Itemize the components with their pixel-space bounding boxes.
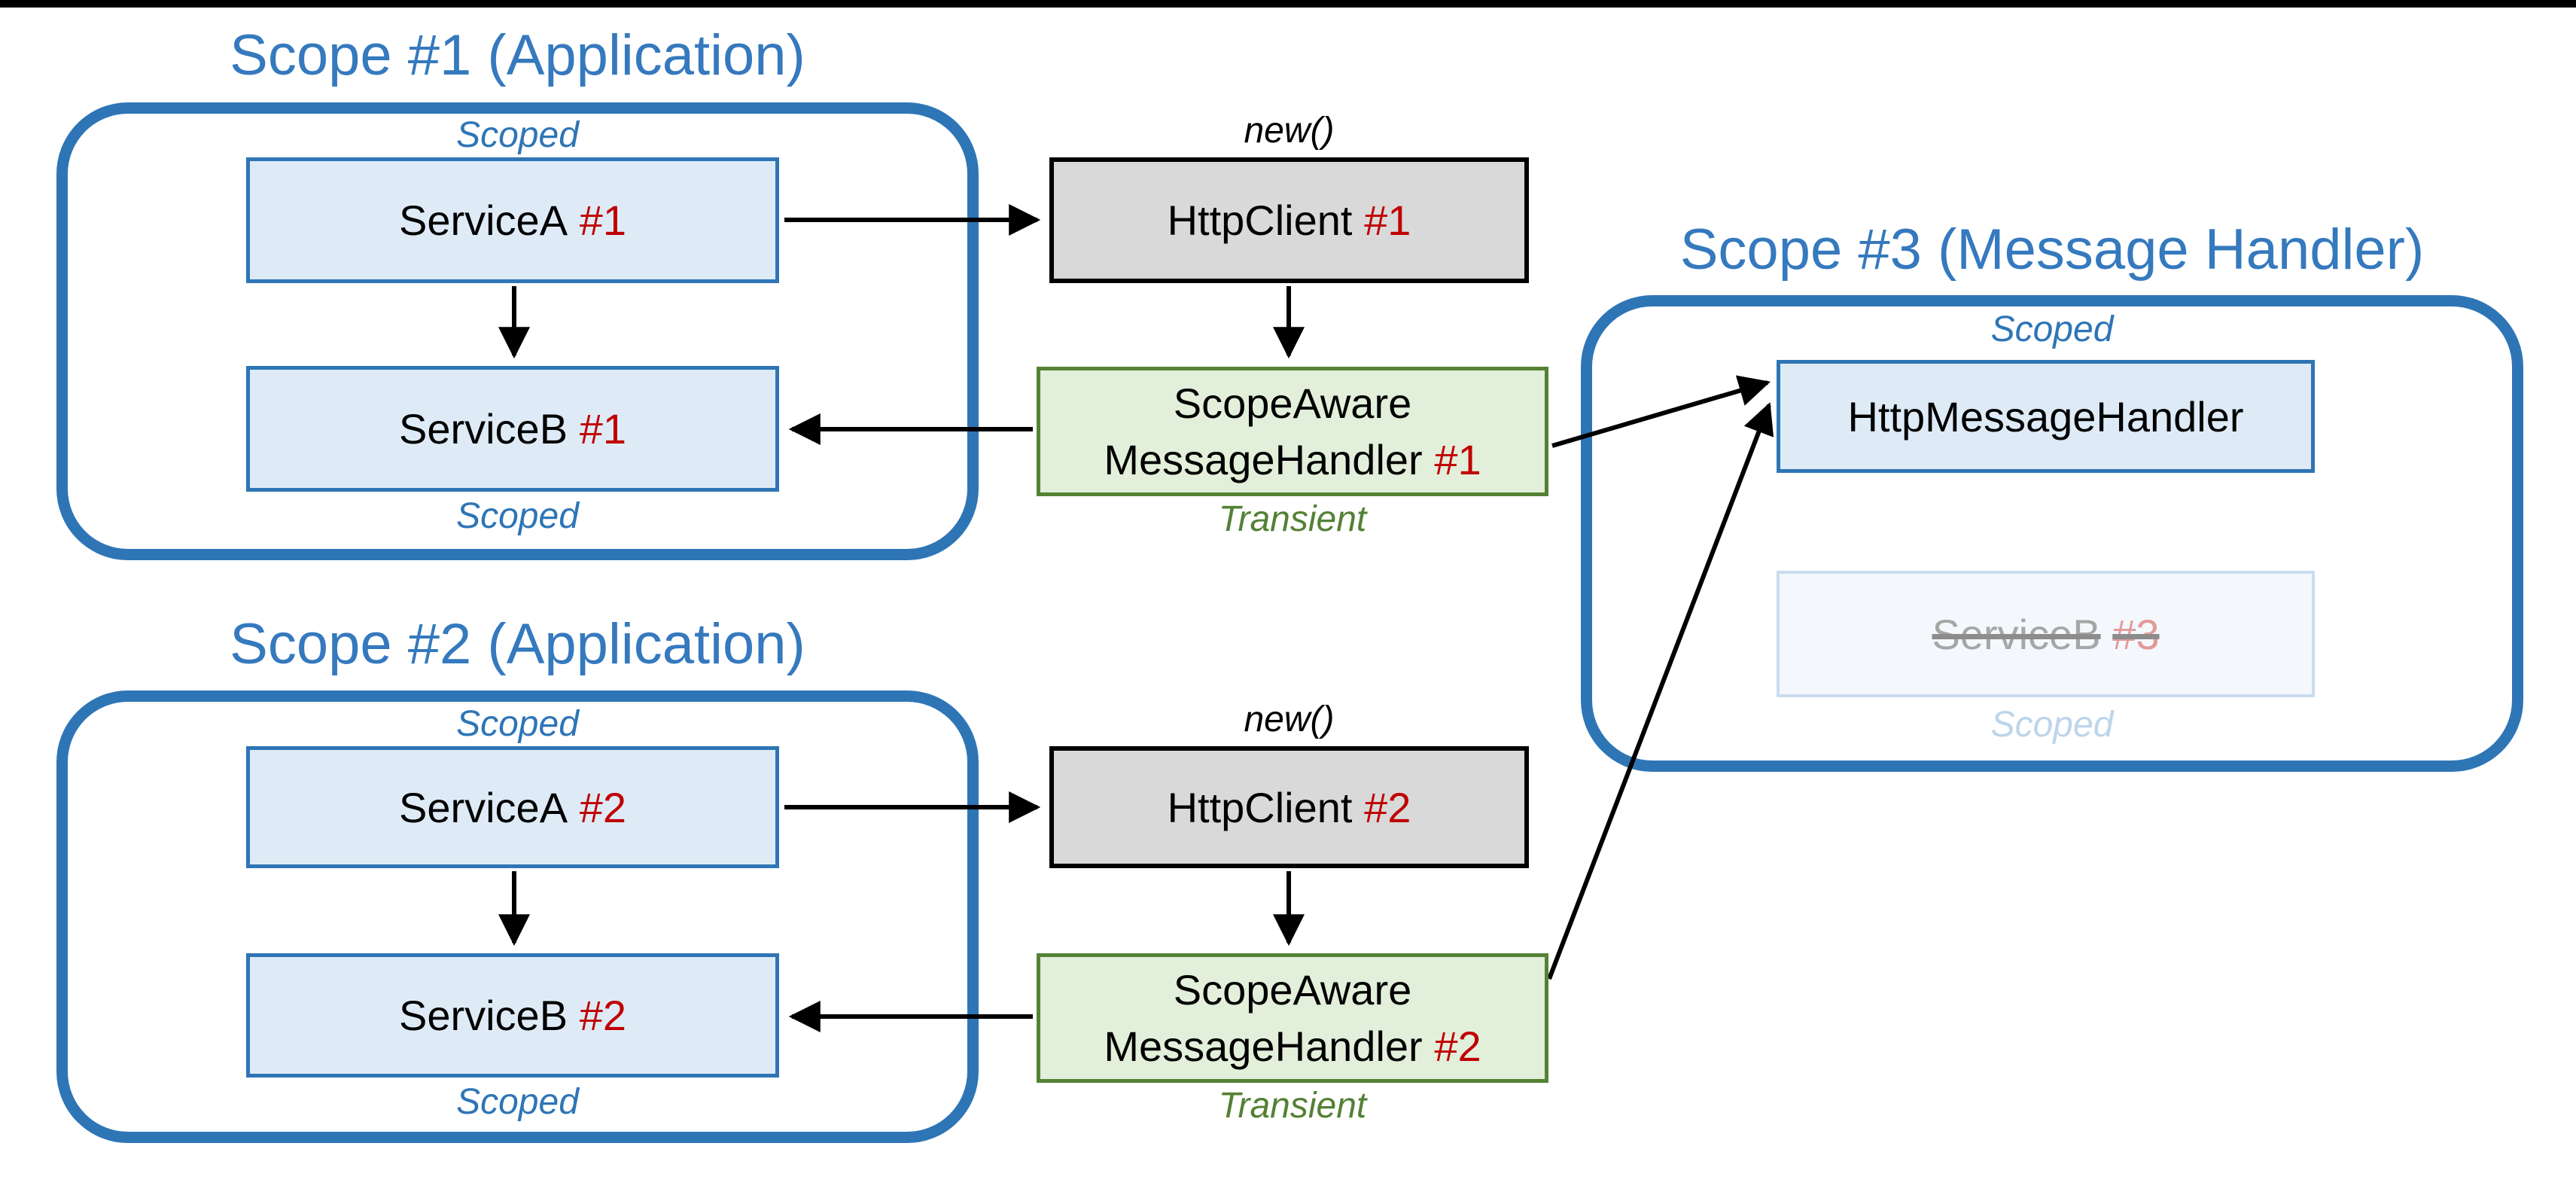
node-httpMessageHandler: HttpMessageHandler xyxy=(1777,360,2315,473)
node-serviceA2-instance: #2 xyxy=(579,783,627,831)
node-serviceA1-instance: #1 xyxy=(579,197,627,244)
node-serviceA2-label: ServiceA xyxy=(398,783,568,831)
node-scopeAwareMessageHandler2-label2: MessageHandler xyxy=(1104,1023,1423,1071)
scope1-boundary xyxy=(56,102,979,560)
node-scopeAwareMessageHandler1: ScopeAware MessageHandler#1 xyxy=(1037,367,1548,496)
scope3-boundary xyxy=(1581,295,2523,772)
node-scopeAwareMessageHandler2-line1: ScopeAware xyxy=(1173,965,1412,1014)
node-serviceA1: ServiceA#1 xyxy=(246,157,779,283)
node-serviceB2: ServiceB#2 xyxy=(246,953,779,1078)
scope2-boundary xyxy=(56,690,979,1143)
node-httpClient1-instance: #1 xyxy=(1364,197,1411,244)
node-httpMessageHandler-label: HttpMessageHandler xyxy=(1847,392,2244,440)
node-httpClient2-instance: #2 xyxy=(1364,783,1411,831)
scope3-title: Scope #3 (Message Handler) xyxy=(1679,218,2425,282)
scope3-scoped-top-label: Scoped xyxy=(1990,309,2114,349)
node-serviceB1-label: ServiceB xyxy=(398,405,568,453)
node-serviceB2-instance: #2 xyxy=(579,992,627,1039)
edge-scopeAware2-httpMessageHandler xyxy=(1547,402,1774,980)
node-httpClient1: HttpClient#1 xyxy=(1049,157,1529,283)
node-httpClient2: HttpClient#2 xyxy=(1049,746,1529,868)
node-serviceB1-instance: #1 xyxy=(579,405,627,453)
node-httpClient2-label: HttpClient xyxy=(1167,783,1353,831)
scope1-scoped-bottom-label: Scoped xyxy=(456,496,579,536)
scopeAware1-transient-label: Transient xyxy=(1218,499,1367,539)
letterbox-top xyxy=(0,0,2576,8)
edge-scopeAware1-httpMessageHandler xyxy=(1551,375,1771,448)
node-scopeAwareMessageHandler2-line2: MessageHandler#2 xyxy=(1104,1022,1481,1071)
node-serviceB3-label: ServiceB xyxy=(1932,610,2101,658)
httpClient2-new-label: new() xyxy=(1244,700,1335,739)
node-scopeAwareMessageHandler1-label2: MessageHandler xyxy=(1104,436,1423,484)
node-serviceA1-label: ServiceA xyxy=(398,197,568,244)
scope1-scoped-top-label: Scoped xyxy=(456,115,579,155)
scope2-title: Scope #2 (Application) xyxy=(230,612,805,676)
node-scopeAwareMessageHandler1-instance: #1 xyxy=(1434,436,1481,484)
node-scopeAwareMessageHandler1-line1: ScopeAware xyxy=(1173,379,1412,427)
node-serviceA2: ServiceA#2 xyxy=(246,746,779,868)
scopeAware2-transient-label: Transient xyxy=(1218,1086,1367,1126)
node-serviceB2-label: ServiceB xyxy=(398,992,568,1039)
node-serviceB3-instance: #3 xyxy=(2112,610,2160,658)
node-scopeAwareMessageHandler2: ScopeAware MessageHandler#2 xyxy=(1037,953,1548,1083)
scope2-scoped-top-label: Scoped xyxy=(456,704,579,744)
node-scopeAwareMessageHandler1-line2: MessageHandler#1 xyxy=(1104,435,1481,484)
scope1-title: Scope #1 (Application) xyxy=(230,23,805,87)
scope2-scoped-bottom-label: Scoped xyxy=(456,1082,579,1122)
node-serviceB1: ServiceB#1 xyxy=(246,366,779,492)
node-httpClient1-label: HttpClient xyxy=(1167,197,1353,244)
httpClient1-new-label: new() xyxy=(1244,111,1335,151)
scope3-scoped-bottom-label: Scoped xyxy=(1990,705,2114,745)
node-serviceB3-strikethrough-text: ServiceB#3 xyxy=(1932,610,2159,659)
node-serviceB3-disposed: ServiceB#3 xyxy=(1777,571,2315,697)
node-scopeAwareMessageHandler2-instance: #2 xyxy=(1434,1023,1481,1071)
